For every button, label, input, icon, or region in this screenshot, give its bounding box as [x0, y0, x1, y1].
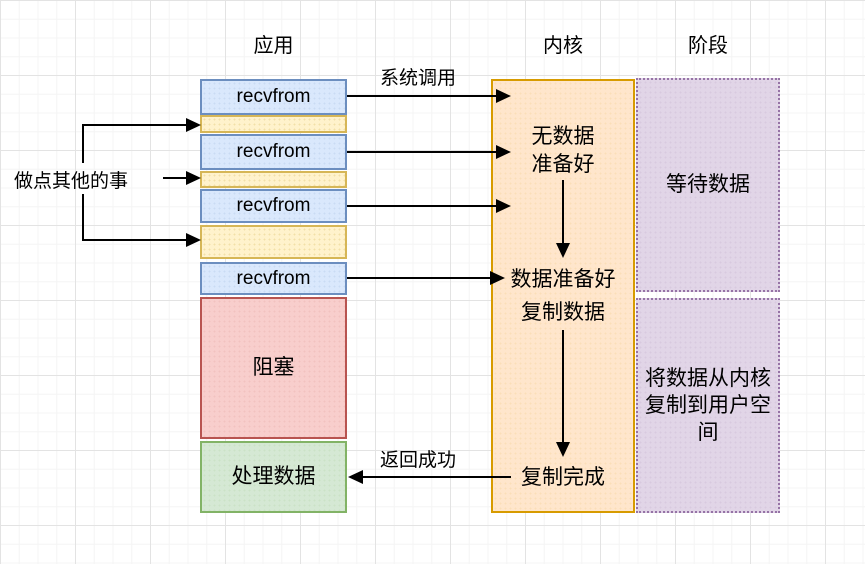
kernel-data-ready-label: 数据准备好: [510, 268, 616, 291]
wait-gap-box-2: [200, 171, 347, 188]
recvfrom-box-4: recvfrom: [200, 262, 347, 295]
arrow-kernel-copy-head: [556, 442, 570, 457]
arrow-syscall-2-line: [347, 151, 497, 154]
arrow-other-bottom-head: [186, 233, 201, 247]
phase-wait-data-box: 等待数据: [636, 78, 780, 292]
kernel-copy-data-label: 复制数据: [521, 301, 605, 324]
arrow-other-mid-line: [163, 177, 187, 180]
arrow-return-success-line: [361, 476, 511, 479]
kernel-box: [491, 79, 635, 513]
arrow-syscall-1-line: [347, 95, 497, 98]
do-something-else-label: 做点其他的事: [14, 170, 129, 192]
arrow-syscall-4-line: [347, 277, 492, 280]
kernel-no-data-ready-label: 无数据 准备好: [531, 125, 595, 176]
process-data-box-label: 处理数据: [231, 465, 316, 488]
blocking-box: 阻塞: [200, 297, 347, 439]
return-success-label: 返回成功: [379, 449, 456, 471]
syscall-arrow-label: 系统调用: [379, 67, 456, 89]
phase-copy-to-user-label: 将数据从内核复制到用户空间: [645, 367, 771, 444]
bracket-vertical-bottom: [82, 194, 85, 241]
arrow-syscall-3-head: [496, 199, 511, 213]
arrow-syscall-3-line: [347, 205, 497, 208]
arrow-other-top-head: [186, 118, 201, 132]
recvfrom-box-4-label: recvfrom: [236, 267, 311, 289]
arrow-kernel-wait-head: [556, 243, 570, 258]
arrow-return-success-head: [348, 470, 363, 484]
blocking-box-label: 阻塞: [252, 356, 295, 379]
kernel-copy-done-label: 复制完成: [521, 466, 605, 489]
bracket-vertical-top: [82, 124, 85, 163]
arrow-syscall-1-head: [496, 89, 511, 103]
wait-gap-box-3: [200, 225, 347, 259]
recvfrom-box-3-label: recvfrom: [236, 195, 311, 216]
column-header-kernel: 内核: [543, 34, 583, 57]
arrow-other-bottom-line: [82, 239, 187, 242]
recvfrom-box-2: recvfrom: [200, 134, 347, 170]
column-header-application: 应用: [253, 34, 294, 57]
process-data-box: 处理数据: [200, 441, 347, 513]
wait-gap-box-1: [200, 115, 347, 133]
phase-copy-to-user-box: 将数据从内核复制到用户空间: [636, 298, 780, 513]
arrow-kernel-wait-line: [562, 180, 565, 244]
phase-wait-data-label: 等待数据: [666, 173, 750, 196]
recvfrom-box-1-label: recvfrom: [236, 86, 311, 107]
arrow-other-top-line: [82, 124, 187, 127]
recvfrom-box-1: recvfrom: [200, 79, 347, 115]
arrow-syscall-2-head: [496, 145, 511, 159]
column-header-phase: 阶段: [688, 34, 728, 57]
arrow-kernel-copy-line: [562, 330, 565, 443]
arrow-other-mid-head: [186, 171, 201, 185]
recvfrom-box-2-label: recvfrom: [236, 141, 311, 162]
arrow-syscall-4-head: [490, 271, 505, 285]
recvfrom-box-3: recvfrom: [200, 189, 347, 223]
